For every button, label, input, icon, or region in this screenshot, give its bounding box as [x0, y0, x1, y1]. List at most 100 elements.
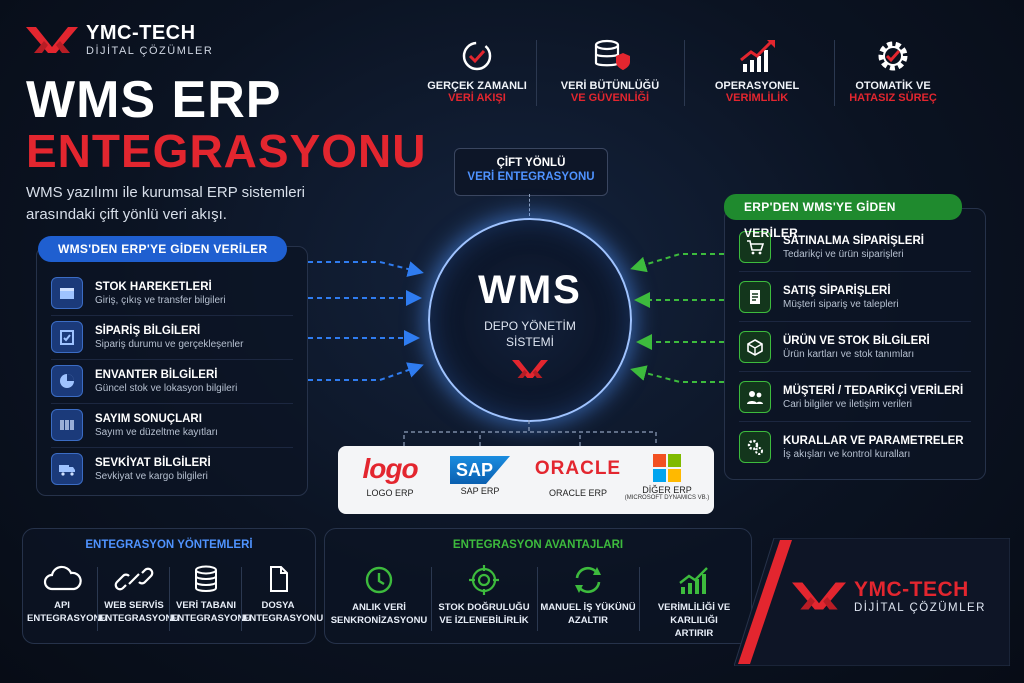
pie-chart-icon — [51, 365, 83, 397]
erp-label: LOGO ERP — [366, 488, 414, 498]
item-title: SİPARİŞ BİLGİLERİ — [95, 324, 201, 337]
hub-line2: SİSTEMİ — [505, 335, 554, 349]
hero-title-line1: WMS ERP — [26, 71, 282, 129]
database-shield-icon — [594, 39, 630, 70]
file-icon — [270, 566, 288, 592]
feature-line1: OTOMATİK VE — [855, 80, 931, 92]
benefit-line2: ARTIRIR — [674, 628, 714, 639]
erp-sublabel: (MICROSOFT DYNAMICS VB.) — [624, 495, 710, 501]
erp-logo-item: SAP SAP ERP — [436, 452, 524, 496]
benefit-item: VERİMLİLİĞİ VE KARLILIĞI ARTIRIR — [639, 565, 749, 640]
tag-line1: ÇİFT YÖNLÜ — [496, 157, 566, 169]
footer-brand-sub: DİJİTAL ÇÖZÜMLER — [854, 602, 986, 614]
benefit-line1: VERİMLİLİĞİ VE KARLILIĞI — [657, 602, 731, 626]
methods-title: ENTEGRASYON YÖNTEMLERİ — [85, 539, 253, 551]
benefit-line1: MANUEL İŞ YÜKÜNÜ — [540, 602, 636, 613]
oracle-logo: ORACLE — [534, 458, 622, 479]
feature-line2: HATASIZ SÜREÇ — [849, 92, 937, 104]
ymc-mark-icon — [26, 26, 78, 53]
method-item: DOSYA ENTEGRASYONU — [243, 565, 324, 625]
feature-line2: VERİ AKIŞI — [448, 92, 506, 104]
item-title: ÜRÜN VE STOK BİLGİLERİ — [783, 334, 930, 347]
method-line1: API — [54, 600, 70, 611]
item-title: SATIŞ SİPARİŞLERİ — [783, 284, 891, 297]
erp-label: DİĞER ERP — [642, 485, 692, 495]
footer-brand-shape — [734, 538, 1010, 666]
item-title: STOK HAREKETLERİ — [95, 280, 212, 293]
divider — [537, 567, 538, 631]
item-subtitle: Sipariş durumu ve gerçekleşenler — [95, 338, 244, 350]
feature-line1: OPERASYONEL — [714, 80, 800, 92]
clipboard-check-icon — [51, 321, 83, 353]
item-title: ENVANTER BİLGİLERİ — [95, 368, 218, 381]
item-subtitle: Cari bilgiler ve iletişim verileri — [783, 398, 912, 410]
item-title: SATINALMA SİPARİŞLERİ — [783, 234, 924, 247]
item-subtitle: Sayım ve düzeltme kayıtları — [95, 426, 218, 438]
feature-integrity: VERİ BÜTÜNLÜĞÜ VE GÜVENLİĞİ — [545, 38, 675, 104]
gear-check-icon — [878, 41, 908, 71]
item-subtitle: Sevkiyat ve kargo bilgileri — [95, 470, 208, 482]
growth-chart-icon — [740, 40, 775, 72]
tag-connector — [529, 194, 530, 216]
item-title: MÜŞTERİ / TEDARİKÇİ VERİLERİ — [783, 384, 964, 397]
left-panel-title: WMS'DEN ERP'YE GİDEN VERİLER — [38, 236, 288, 262]
item-title: SEVKİYAT BİLGİLERİ — [95, 456, 211, 469]
link-icon — [114, 567, 154, 591]
benefit-line2: SENKRONİZASYONU — [330, 615, 428, 626]
erp-logo-item: DİĞER ERP (MICROSOFT DYNAMICS VB.) — [620, 452, 714, 501]
item-title: KURALLAR VE PARAMETRELER — [783, 434, 964, 447]
box-icon — [51, 277, 83, 309]
sap-logo: SAP — [450, 456, 510, 484]
benefit-line1: STOK DOĞRULUĞU — [438, 602, 530, 613]
item-subtitle: Tedarikçi ve ürün siparişleri — [783, 248, 904, 260]
item-subtitle: Güncel stok ve lokasyon bilgileri — [95, 382, 238, 394]
cloud-icon — [43, 565, 82, 591]
gears-icon — [739, 431, 771, 463]
users-icon — [739, 381, 771, 413]
footer-brand-name: YMC-TECH — [854, 578, 969, 601]
divider — [834, 40, 835, 106]
method-line2: ENTEGRASYONU — [243, 613, 324, 624]
cart-icon — [739, 231, 771, 263]
benefits-title: ENTEGRASYON AVANTAJLARI — [452, 539, 624, 551]
cube-icon — [739, 331, 771, 363]
item-subtitle: Ürün kartları ve stok tanımları — [783, 348, 915, 360]
divider — [639, 567, 640, 631]
method-line1: VERİ TABANI — [176, 600, 236, 611]
method-line1: DOSYA — [261, 600, 295, 611]
wms-hub: WMS DEPO YÖNETİM SİSTEMİ — [428, 218, 632, 422]
database-icon — [195, 565, 217, 592]
divider — [536, 40, 537, 106]
feature-line1: VERİ BÜTÜNLÜĞÜ — [560, 80, 660, 92]
brand-name: YMC-TECH — [86, 22, 196, 44]
erp-logos-box: logo LOGO ERP SAP SAP ERP ORACLE ORACLE … — [338, 446, 714, 514]
hub-line1: DEPO YÖNETİM — [484, 319, 576, 333]
hero-title-line2: ENTEGRASYONU — [26, 125, 427, 177]
brand-logo: YMC-TECH DİJİTAL ÇÖZÜMLER — [26, 22, 213, 57]
feature-line2: VERİMLİLİK — [725, 92, 789, 104]
truck-icon — [51, 453, 83, 485]
refresh-icon — [575, 566, 601, 594]
item-subtitle: Müşteri sipariş ve talepleri — [783, 298, 899, 310]
bidirectional-tag: ÇİFT YÖNLÜ VERİ ENTEGRASYONU — [454, 148, 608, 196]
tag-line2: VERİ ENTEGRASYONU — [467, 171, 595, 183]
hero-description: WMS yazılımı ile kurumsal ERP sistemleri… — [26, 184, 305, 223]
feature-efficiency: OPERASYONEL VERİMLİLİK — [692, 38, 822, 104]
clock-icon — [365, 566, 393, 594]
divider — [169, 567, 170, 631]
benefit-line1: ANLIK VERİ — [352, 602, 406, 613]
